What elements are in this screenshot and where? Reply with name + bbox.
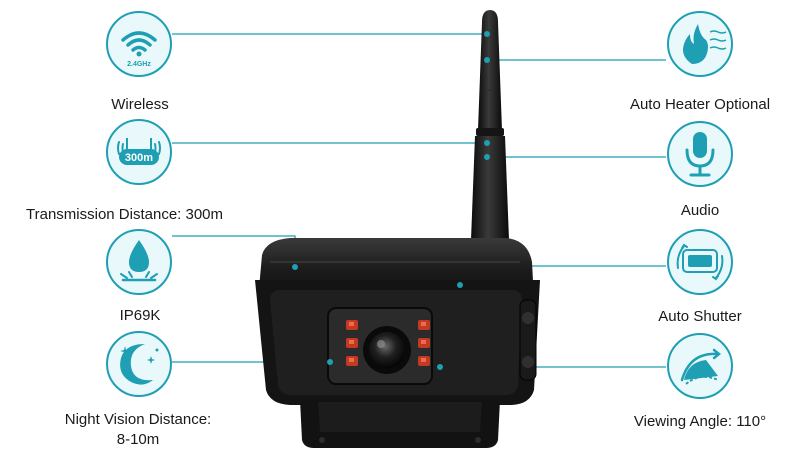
auto-heater-label: Auto Heater Optional bbox=[629, 96, 771, 113]
moon-stars-icon bbox=[106, 331, 172, 397]
ip-rating-label: IP69K bbox=[119, 307, 161, 324]
viewing-angle-label: Viewing Angle: 110° bbox=[633, 413, 767, 430]
connector-dots bbox=[292, 31, 490, 370]
microphone-icon bbox=[667, 121, 733, 187]
night-vision-label-line1: Night Vision Distance: bbox=[64, 411, 212, 428]
camera-body bbox=[255, 238, 540, 448]
transmission-distance-label: Transmission Distance: 300m bbox=[26, 206, 224, 223]
camera-antenna bbox=[471, 10, 509, 240]
signal-range-icon: 300m bbox=[106, 119, 172, 185]
flame-heat-icon bbox=[667, 11, 733, 77]
shutter-rotate-icon bbox=[667, 229, 733, 295]
audio-label: Audio bbox=[680, 202, 720, 219]
viewing-angle-icon bbox=[667, 333, 733, 399]
water-drop-icon bbox=[106, 229, 172, 295]
night-vision-label-line2: 8-10m bbox=[116, 431, 160, 448]
auto-shutter-label: Auto Shutter bbox=[658, 308, 742, 325]
wireless-label: Wireless bbox=[111, 96, 169, 113]
wifi-icon-text: 2.4GHz bbox=[127, 61, 151, 68]
signal-range-icon-text: 300m bbox=[125, 152, 153, 164]
wifi-icon: 2.4GHz bbox=[106, 11, 172, 77]
